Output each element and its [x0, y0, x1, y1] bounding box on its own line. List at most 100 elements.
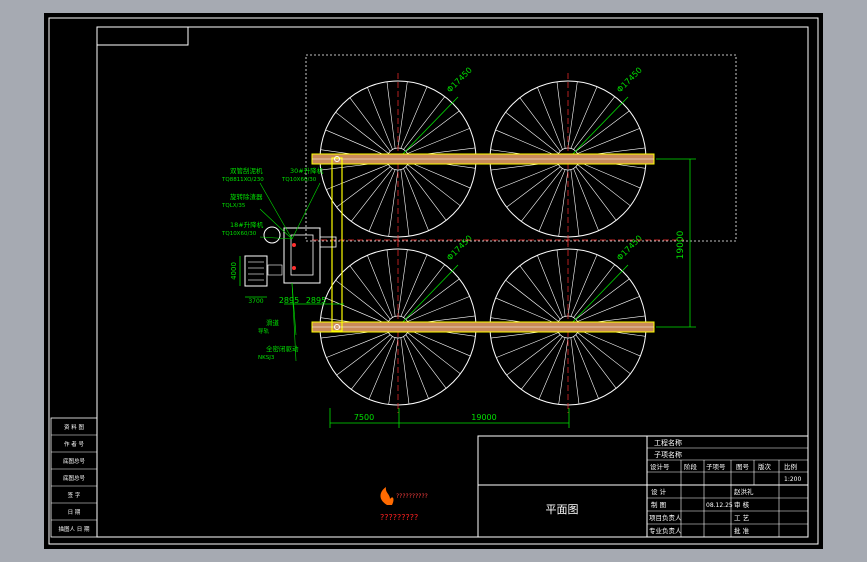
tank-spoke [570, 337, 580, 405]
tank-spoke [519, 97, 561, 152]
callout-leader [259, 182, 293, 240]
diameter-label: Φ17450 [445, 66, 474, 95]
dim-side-h: 3700 [248, 298, 263, 305]
callout-title: 双管刮泥机 [230, 166, 263, 175]
diameter-leader [563, 96, 629, 164]
tank-spoke [538, 169, 566, 232]
tank-spoke [538, 337, 566, 400]
tank-spoke [558, 169, 569, 237]
tank-spoke [573, 96, 616, 150]
item-name-label: 子项名称 [654, 450, 682, 459]
tank-spoke [407, 164, 461, 207]
tank-spoke [556, 81, 566, 149]
callout-model: TQ10X60/30 [221, 231, 257, 237]
logo-text: ?????????? [396, 493, 428, 500]
tank-spoke [368, 337, 396, 400]
side-table-cell: 描图人 日 期 [59, 525, 90, 533]
pump-circle [263, 226, 281, 244]
side-table-cell: 底图总号 [63, 457, 86, 465]
tank-spoke [386, 249, 396, 317]
tank-spoke [325, 129, 388, 157]
dimensions [239, 158, 696, 428]
tank-spoke [400, 86, 428, 149]
screen-unit [244, 255, 268, 287]
tank-spoke [537, 87, 563, 150]
tank-spoke [400, 337, 410, 405]
tank-spoke [405, 278, 460, 320]
tank-spoke [367, 255, 393, 318]
tank-spoke [407, 296, 470, 322]
callout-2: 30#升降机 TQ10X60/30 [281, 166, 324, 240]
role-design-value: 赵洪礼 [734, 487, 754, 496]
tank-spoke [495, 297, 558, 325]
callout-leader [259, 208, 293, 240]
callout-title: 旋转除渣器 [230, 192, 263, 201]
side-table-cell: 底图总号 [63, 474, 86, 482]
tank-spoke [577, 332, 631, 375]
tank-spoke [506, 334, 561, 376]
header-scale: 比例 [784, 462, 797, 471]
tank-spoke [407, 332, 461, 375]
tank-spoke [336, 334, 391, 376]
callout-model: TQ8811XO/230 [221, 177, 264, 183]
tank-spoke [570, 254, 598, 317]
dim-small-a: 2895 [279, 296, 299, 305]
tank-spoke [408, 161, 471, 189]
tank-spoke [405, 166, 447, 221]
role-process: 工 艺 [734, 514, 750, 522]
callout-title: 30#升降机 [290, 166, 324, 175]
pump-house-outline [283, 227, 321, 284]
callout-title: 全密闭驱动 [266, 344, 299, 353]
tank-spoke [350, 336, 393, 390]
tank-spoke [506, 166, 561, 208]
tank-spoke [573, 264, 616, 318]
callout-model: TQLX/35 [221, 203, 246, 209]
tank-spoke [403, 336, 429, 399]
bridge-node [334, 156, 340, 162]
tank-spoke [575, 166, 617, 221]
tank-spoke [326, 332, 389, 358]
logo-caption: ????????? [380, 513, 418, 522]
tank-spoke [335, 279, 389, 322]
role-review: 审 核 [734, 500, 750, 509]
tank-spoke [400, 254, 428, 317]
bridges [311, 153, 655, 333]
side-table-cell: 资 料 图 [64, 423, 84, 431]
tank-spoke [496, 164, 559, 190]
tank-spoke [397, 249, 408, 317]
callout-6: 全密闭驱动 NKSJ3 [258, 282, 299, 362]
tank-spoke [577, 128, 640, 154]
tank-spoke [567, 249, 578, 317]
top-left-box [96, 26, 189, 46]
inner-frame [96, 26, 809, 538]
diameter-leader [563, 264, 629, 332]
drawing-title: 平面图 [546, 503, 579, 516]
diameter-leader [393, 264, 459, 332]
tank-spoke [403, 96, 446, 150]
small-box [267, 264, 283, 276]
tank-spoke [520, 336, 563, 390]
tank-spoke [570, 169, 580, 237]
tank-spoke [325, 297, 388, 325]
header-design-no: 设计号 [650, 462, 670, 471]
tank-spoke [577, 296, 640, 322]
tank-spoke [349, 265, 391, 320]
tank-spoke [400, 169, 410, 237]
flame-logo-icon [380, 487, 394, 505]
tank-spoke [570, 86, 598, 149]
role-approve: 批 准 [734, 526, 750, 535]
title-block: 工程名称 子项名称 设计号 阶段 子项号 图号 版次 比例 1:200 设 计 … [380, 435, 809, 538]
tank-spoke [575, 334, 617, 389]
callout-model: NKSJ3 [258, 355, 275, 361]
dim-vertical: 19000 [676, 230, 686, 259]
tank-spoke [520, 168, 563, 222]
diameter-leader [393, 96, 459, 164]
callout-model: TQ10X60/30 [281, 177, 317, 183]
tank-spoke [505, 111, 559, 154]
tank-spoke [335, 111, 389, 154]
tank-spoke [537, 255, 563, 318]
